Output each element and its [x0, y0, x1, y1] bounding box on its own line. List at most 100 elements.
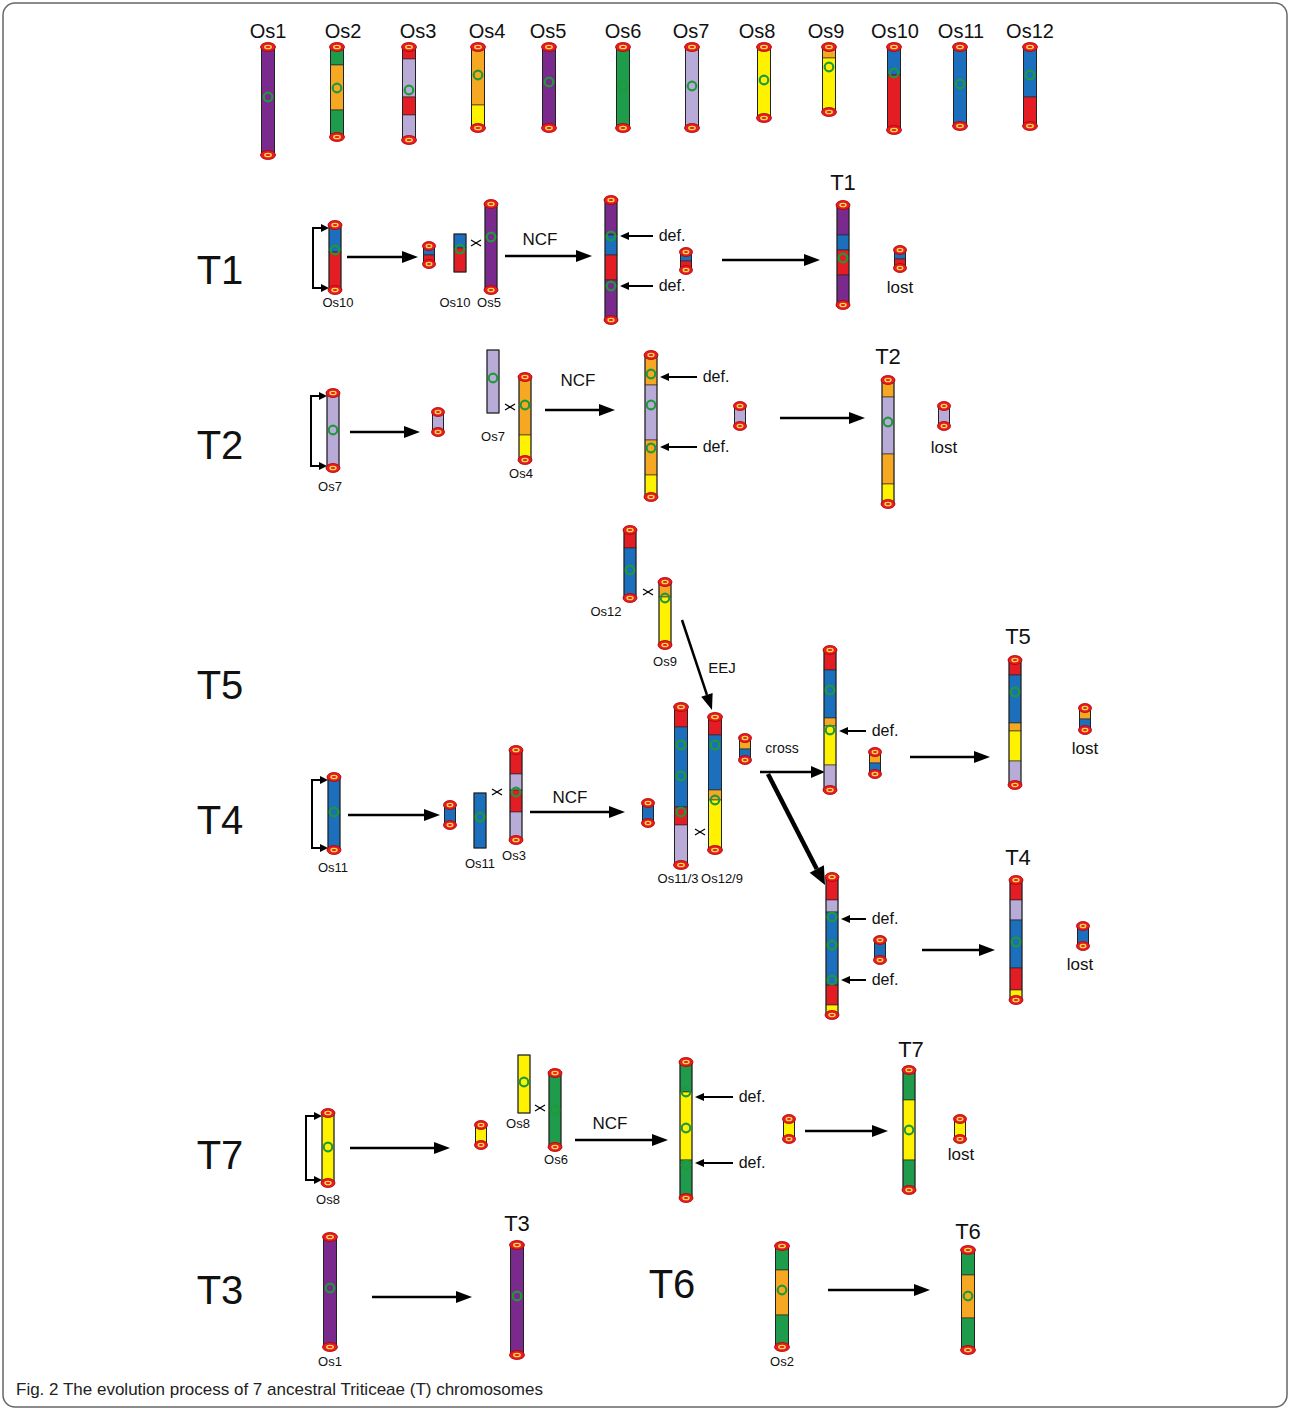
telomere-ring	[872, 772, 878, 775]
telomere	[902, 1186, 916, 1195]
telomere-ring	[829, 1013, 835, 1016]
telomere-ring	[627, 528, 633, 531]
arrow-line	[575, 1139, 652, 1142]
telomere-ring	[957, 1117, 963, 1120]
chromosome-segment	[823, 58, 836, 112]
telomere-ring	[522, 375, 528, 378]
chromosome-segment	[474, 793, 486, 848]
ancestral-chromosome-label: T3	[504, 1212, 530, 1236]
ancestral-chromosome-label: T2	[875, 345, 901, 369]
arrow-head	[609, 806, 625, 818]
chromosome-label: Os11/3	[658, 872, 699, 886]
telomere-ring	[877, 958, 883, 961]
telomere-ring	[435, 430, 441, 433]
lost-label: lost	[1072, 740, 1098, 759]
arrow-head	[424, 809, 440, 821]
telomere	[836, 301, 850, 310]
arrow-line	[530, 811, 609, 814]
chromosome-outline	[328, 777, 340, 850]
centromere	[964, 1292, 973, 1301]
telomere-ring	[742, 736, 748, 739]
telomere-ring	[265, 45, 272, 48]
chromosome-segment	[709, 735, 722, 790]
telomere	[542, 43, 557, 52]
arrow-line	[350, 1147, 434, 1150]
chromosome-segment	[403, 97, 416, 115]
telomere	[509, 746, 523, 755]
row-label: T7	[197, 1133, 244, 1177]
centromere	[688, 82, 697, 91]
telomere-ring	[546, 45, 553, 48]
arrow-head	[841, 915, 850, 923]
chromosome-segment	[605, 255, 617, 280]
chromosome-outline	[510, 750, 522, 840]
telomere-ring	[885, 502, 891, 505]
chromosome-segment	[1010, 920, 1022, 968]
telomere-ring	[325, 1181, 331, 1184]
telomere-ring	[897, 266, 903, 269]
telomere-ring	[330, 391, 336, 394]
telomere	[757, 114, 772, 123]
centromere	[760, 76, 769, 85]
telomere	[1008, 781, 1022, 790]
telomere	[938, 422, 951, 431]
chromosome-outline	[329, 225, 341, 290]
arrow-line	[348, 814, 424, 817]
process-label: NCF	[593, 1115, 628, 1134]
centromere	[1011, 688, 1020, 697]
cut-mark	[492, 789, 502, 795]
centromere	[619, 82, 628, 91]
telomere	[874, 956, 887, 965]
telomere-ring	[712, 715, 719, 718]
telomere-ring	[737, 424, 743, 427]
process-label: cross	[765, 741, 798, 756]
telomere-ring	[475, 126, 482, 129]
chromosome-segment	[659, 597, 671, 645]
telomere-ring	[761, 45, 768, 48]
telomere	[616, 43, 631, 52]
chromosome-outline	[1010, 880, 1022, 1000]
arrow-line	[848, 730, 866, 732]
telomere	[471, 43, 486, 52]
telomere-ring	[662, 580, 668, 583]
telomere-ring	[513, 838, 519, 841]
process-label: NCF	[561, 372, 596, 391]
telomere	[1023, 43, 1038, 52]
telomere	[644, 493, 658, 502]
chromosome-segment	[709, 800, 722, 850]
chromosome-outline	[331, 47, 344, 137]
telomere-ring	[891, 45, 898, 48]
process-label: NCF	[523, 231, 558, 250]
chromosome-label: Os11	[938, 20, 984, 42]
telomere-ring	[827, 788, 833, 791]
telomere	[328, 286, 342, 295]
telomere-ring	[941, 404, 947, 407]
chromosome-segment	[1010, 968, 1022, 990]
centromere	[682, 1161, 691, 1170]
centromere	[326, 1284, 335, 1293]
telomere-ring	[327, 1345, 334, 1348]
centromere	[474, 71, 483, 80]
chromosome-label: Os9	[808, 20, 845, 42]
telomere-ring	[406, 45, 413, 48]
chromosome-label: Os8	[739, 20, 776, 42]
centromere	[329, 426, 338, 435]
chromosome-segment	[262, 47, 275, 155]
chromosome-outline	[322, 1113, 334, 1183]
chromosome-outline	[823, 47, 836, 112]
arrow-head	[404, 426, 420, 438]
centromere	[647, 444, 656, 453]
telomere-ring	[678, 705, 685, 708]
telomere	[330, 43, 345, 52]
telomere	[685, 43, 700, 52]
cut-mark	[505, 404, 515, 410]
telomere-ring	[829, 875, 835, 878]
telomere	[894, 246, 907, 255]
telomere-ring	[478, 1143, 484, 1146]
centromere	[647, 370, 656, 379]
telomere	[757, 43, 772, 52]
telomere	[510, 1241, 525, 1250]
telomere-ring	[1080, 924, 1086, 927]
chromosome-segment	[1009, 731, 1021, 761]
